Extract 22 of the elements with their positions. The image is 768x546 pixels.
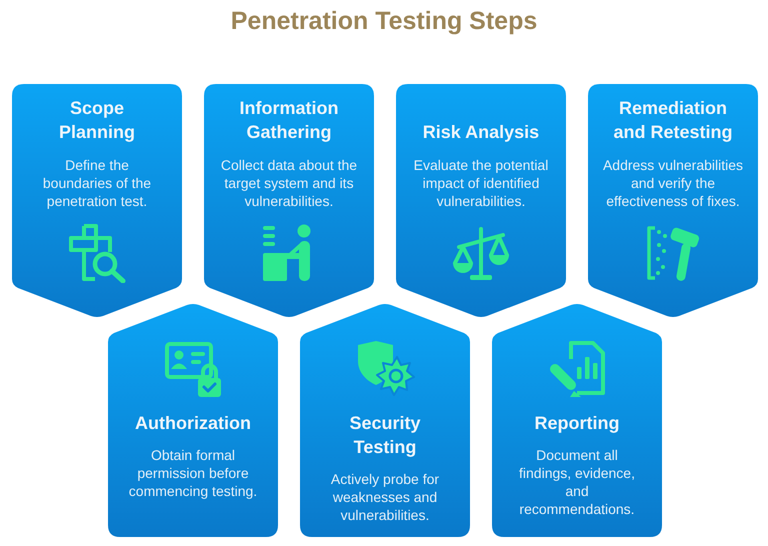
step-title: Reporting <box>534 412 620 435</box>
step-title: Risk Analysis <box>422 121 540 144</box>
step-description: Address vulnerabilities and verify the effectiveness of fixes. <box>602 156 744 210</box>
step-pentagon <box>204 84 374 318</box>
step-description: Obtain formal permission before commencing testing. <box>128 446 258 500</box>
step-description: Collect data about the target system and its vulnerabilities. <box>220 156 358 210</box>
step-pentagon <box>492 303 662 537</box>
step-title: Security Testing <box>348 412 422 459</box>
step-description: Document all findings, evidence, and recommendations. <box>518 446 636 518</box>
step-pentagon <box>300 303 470 537</box>
step-pentagon <box>12 84 182 318</box>
diagram-title: Penetration Testing Steps <box>230 6 538 36</box>
step-title: Scope Planning <box>58 97 136 144</box>
step-pentagon <box>396 84 566 318</box>
step-pentagon <box>588 84 758 318</box>
step-title: Authorization <box>135 412 251 435</box>
step-description: Actively probe for weaknesses and vulnerabilities. <box>330 470 440 524</box>
step-description: Evaluate the potential impact of identified vulnerabilities. <box>412 156 550 210</box>
step-title: Remediation and Retesting <box>612 97 734 144</box>
step-title: Information Gathering <box>238 97 340 144</box>
step-description: Define the boundaries of the penetration test. <box>42 156 152 210</box>
step-pentagon <box>108 303 278 537</box>
